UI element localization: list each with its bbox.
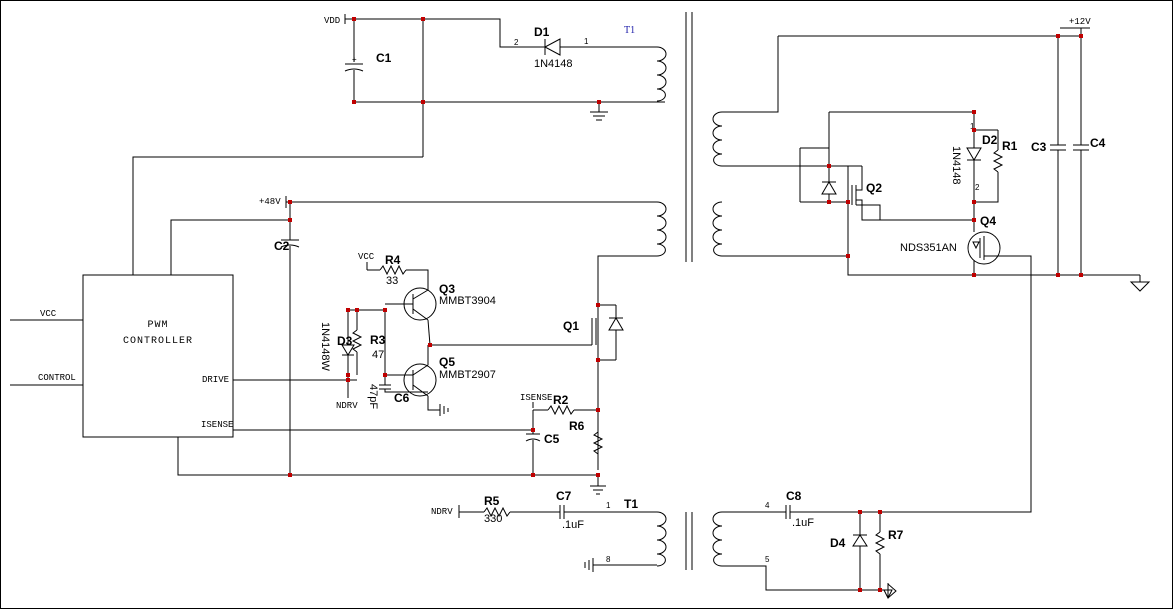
q4-label: Q4 [980, 214, 996, 228]
t1-gate-secondary-winding [712, 511, 723, 567]
c6-label: C6 [394, 391, 410, 405]
r6-resistor [592, 431, 604, 455]
v48-net-label: +48V [259, 197, 281, 207]
t1-gate-primary-winding [656, 511, 667, 567]
drive-pin-label: DRIVE [202, 375, 229, 385]
svg-text:+: + [352, 55, 357, 64]
r5-label: R5 [484, 494, 500, 508]
d2-value: 1N4148 [950, 146, 962, 185]
r7-resistor [874, 531, 886, 555]
c1-label: C1 [376, 51, 392, 65]
q4-transistor [967, 231, 1001, 265]
d1-value: 1N4148 [534, 58, 573, 70]
t1-winding-vdd [656, 46, 667, 102]
r1-resistor [992, 149, 1004, 173]
d3-label: D3 [337, 334, 353, 348]
svg-text:2: 2 [514, 38, 519, 47]
q3-label: Q3 [439, 282, 455, 296]
c7-value: .1uF [562, 519, 584, 531]
c1-plate-bottom [344, 68, 364, 72]
r4-resistor [379, 264, 407, 276]
q5-value: MMBT2907 [439, 369, 496, 381]
c7-label: C7 [556, 489, 572, 503]
r5-value: 330 [484, 513, 502, 525]
r7-label: R7 [888, 528, 904, 542]
pwm-label: PWM [147, 320, 168, 331]
q5-transistor [403, 363, 437, 397]
t1-primary-winding [656, 201, 667, 257]
c2-label: C2 [274, 239, 290, 253]
control-input-label: CONTROL [38, 373, 76, 383]
c4-label: C4 [1090, 136, 1106, 150]
r3-resistor [351, 329, 363, 353]
r2-label: R2 [553, 393, 569, 407]
svg-text:4: 4 [765, 501, 770, 510]
junction-dots [288, 17, 1083, 592]
r2-resistor [547, 404, 575, 416]
t1-output-winding-2 [712, 201, 723, 257]
t1-blue-label: T1 [624, 25, 635, 36]
svg-text:2: 2 [975, 183, 980, 192]
r6-label: R6 [569, 419, 585, 433]
r3-value: 47 [372, 349, 384, 361]
svg-text:1: 1 [606, 501, 611, 510]
svg-text:1: 1 [584, 37, 589, 46]
vcc-net-label: VCC [358, 252, 375, 262]
d1-diode-body [543, 38, 561, 56]
svg-text:5: 5 [765, 555, 770, 564]
vdd-rail [345, 18, 535, 48]
q3-value: MMBT3904 [439, 295, 496, 307]
d4-label: D4 [830, 536, 846, 550]
d1-label: D1 [534, 25, 550, 39]
svg-text:1: 1 [970, 122, 975, 131]
d4-diode [852, 534, 868, 547]
d3-diode [341, 344, 355, 356]
r3-label: R3 [370, 333, 386, 347]
q5-label: Q5 [439, 355, 455, 369]
d3-value: 1N4148W [319, 322, 331, 372]
t1-output-winding-1 [712, 111, 723, 167]
isense-pin-label: ISENSE [201, 420, 233, 430]
ndrv-net-label-2: NDRV [431, 507, 453, 517]
v12-net-label: +12V [1069, 17, 1091, 27]
c3-label: C3 [1031, 140, 1047, 154]
d2-diode [966, 147, 982, 161]
d2-label: D2 [982, 133, 998, 147]
pwm-controller-block [82, 274, 234, 438]
controller-label: CONTROLLER [123, 336, 193, 347]
q2-body-diode [821, 181, 837, 195]
q1-label: Q1 [563, 319, 579, 333]
r4-value: 33 [386, 275, 398, 287]
q2-label: Q2 [866, 181, 882, 195]
c8-label: C8 [786, 489, 802, 503]
ground-symbol [1129, 281, 1151, 292]
vdd-net-label: VDD [324, 16, 340, 26]
r1-label: R1 [1002, 139, 1018, 153]
t1-label: T1 [624, 497, 638, 511]
svg-text:8: 8 [606, 555, 611, 564]
ndrv-net-label-1: NDRV [336, 401, 358, 411]
ground-return [722, 255, 1140, 276]
r5-resistor [483, 506, 511, 518]
vcc-input-label: VCC [40, 309, 57, 319]
c6-value: 47pF [367, 384, 379, 409]
r4-label: R4 [385, 253, 401, 267]
c8-value: .1uF [792, 517, 814, 529]
c5-label: C5 [544, 432, 560, 446]
q4-value: NDS351AN [900, 242, 957, 254]
isense-net-label: ISENSE [520, 393, 552, 403]
